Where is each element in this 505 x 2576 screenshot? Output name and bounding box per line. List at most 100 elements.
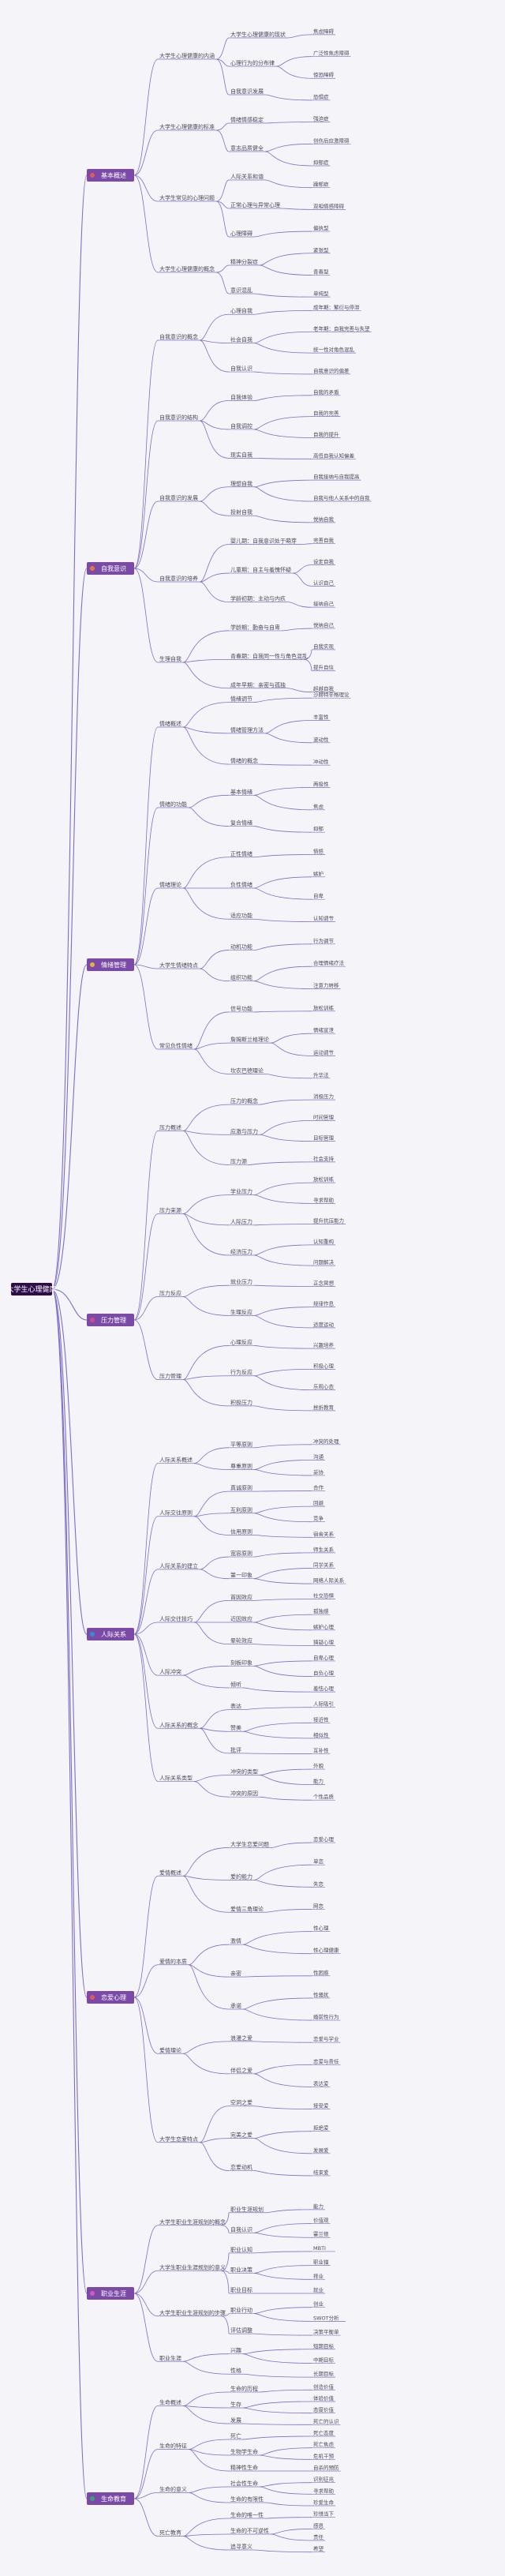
connector-line bbox=[264, 1909, 312, 1913]
leaf-label: SWOT分析 bbox=[313, 2314, 339, 2321]
connector-line bbox=[182, 1131, 230, 1135]
chapter-node-2[interactable]: 自我意识 bbox=[87, 562, 134, 575]
connector-line bbox=[253, 787, 312, 796]
connector-line bbox=[51, 1288, 88, 1998]
connector-line bbox=[264, 720, 312, 734]
connector-line bbox=[199, 1556, 230, 1570]
item-label: 自我认识 bbox=[230, 2225, 252, 2233]
connector-line bbox=[133, 2225, 159, 2294]
leaf-label: 躁郁症 bbox=[313, 181, 329, 188]
leaf-label: 焦虑障碍 bbox=[313, 28, 335, 35]
section-label: 生命的特征 bbox=[159, 2443, 187, 2450]
item-label: 自我意识发展 bbox=[230, 88, 264, 95]
connector-line bbox=[133, 2449, 159, 2499]
connector-line bbox=[182, 726, 230, 734]
connector-line bbox=[253, 1660, 312, 1667]
item-label: 情绪情感稳定 bbox=[230, 116, 264, 123]
item-label: 就业压力 bbox=[230, 1278, 252, 1285]
connector-line bbox=[220, 2270, 230, 2294]
leaf-label: 波动性 bbox=[313, 736, 329, 743]
chapter-node-3[interactable]: 情绪管理 bbox=[87, 958, 134, 971]
item-label: 生命的有限性 bbox=[230, 2495, 264, 2503]
connector-line bbox=[253, 887, 312, 900]
connector-line bbox=[253, 966, 312, 982]
connector-line bbox=[275, 56, 312, 67]
connector-line bbox=[51, 1288, 88, 1321]
dot-icon bbox=[90, 566, 95, 571]
connector-line bbox=[253, 943, 312, 951]
item-label: 压力的概念 bbox=[230, 1097, 258, 1104]
leaf-label: 宿舍关系 bbox=[313, 1530, 335, 1537]
section-label: 人际关系类型 bbox=[159, 1774, 193, 1781]
leaf-label: 就业 bbox=[313, 2286, 324, 2293]
connector-line bbox=[182, 2053, 230, 2075]
connector-line bbox=[199, 2105, 230, 2143]
connector-line bbox=[182, 1875, 230, 1880]
connector-line bbox=[199, 968, 230, 982]
item-label: 行为反应 bbox=[230, 1369, 252, 1376]
connector-line bbox=[253, 1011, 312, 1013]
leaf-label: 接近性 bbox=[313, 1715, 329, 1723]
leaf-label: 抑郁症 bbox=[313, 159, 329, 166]
connector-line bbox=[199, 581, 230, 602]
connector-line bbox=[253, 1368, 312, 1377]
item-label: 自我认识 bbox=[230, 365, 252, 372]
connector-line bbox=[182, 1296, 230, 1316]
leaf-label: 超越自我 bbox=[313, 685, 335, 692]
connector-line bbox=[215, 37, 230, 60]
connector-line bbox=[182, 658, 230, 663]
connector-line bbox=[264, 122, 312, 124]
section-label: 爱情的本质 bbox=[159, 1958, 187, 1965]
connector-line bbox=[199, 339, 230, 344]
connector-line bbox=[242, 2373, 312, 2378]
leaf-label: 完善自我 bbox=[313, 537, 335, 544]
leaf-label: 恋爱与学业 bbox=[313, 2035, 339, 2042]
chapter-node-6[interactable]: 恋爱心理 bbox=[87, 1991, 134, 2004]
item-label: 承诺 bbox=[230, 2002, 241, 2009]
chapter-node-7[interactable]: 职业生涯 bbox=[87, 2287, 134, 2300]
leaf-label: 决策平衡单 bbox=[313, 2328, 339, 2335]
connector-line bbox=[133, 174, 159, 202]
leaf-label: 嫉妒 bbox=[313, 870, 324, 877]
connector-line bbox=[133, 2293, 159, 2317]
connector-line bbox=[253, 2307, 312, 2314]
connector-line bbox=[259, 2486, 312, 2495]
connector-line bbox=[182, 1104, 230, 1131]
chapter-node-8[interactable]: 生命教育 bbox=[87, 2492, 134, 2505]
connector-line bbox=[259, 1775, 312, 1786]
dot-icon bbox=[90, 2496, 95, 2501]
connector-line bbox=[259, 1099, 312, 1105]
section-label: 情绪的功能 bbox=[159, 801, 187, 808]
item-label: 大学生恋爱问题 bbox=[230, 1840, 269, 1847]
chapter-node-1[interactable]: 基本概述 bbox=[87, 169, 134, 182]
connector-line bbox=[182, 2518, 230, 2537]
item-label: 积极压力 bbox=[230, 1399, 252, 1406]
chapter-node-5[interactable]: 人际关系 bbox=[87, 1628, 134, 1640]
connector-line bbox=[253, 515, 312, 523]
connector-line bbox=[253, 1505, 312, 1514]
connector-line bbox=[188, 2492, 230, 2503]
leaf-label: 死亡焦虑 bbox=[313, 2441, 335, 2448]
leaf-label: 自我的完善 bbox=[313, 410, 339, 417]
connector-line bbox=[133, 1319, 159, 1380]
connector-line bbox=[297, 543, 312, 546]
connector-line bbox=[264, 2209, 312, 2214]
connector-line bbox=[253, 1444, 312, 1449]
chapter-label: 基本概述 bbox=[101, 171, 126, 179]
leaf-label: 自我与他人关系中的自我 bbox=[313, 494, 370, 501]
item-label: 自我调控 bbox=[230, 422, 252, 429]
leaf-label: 惊恐障碍 bbox=[313, 71, 335, 78]
item-label: 心理反应 bbox=[230, 1339, 252, 1346]
root-node[interactable]: 大学生心理健康 bbox=[6, 1283, 57, 1295]
connector-line bbox=[220, 2313, 230, 2317]
connector-line bbox=[133, 887, 159, 966]
connector-line bbox=[253, 1307, 312, 1316]
connector-line bbox=[182, 1194, 230, 1214]
connector-line bbox=[193, 1490, 230, 1517]
chapter-node-4[interactable]: 压力管理 bbox=[87, 1314, 134, 1326]
leaf-label: 表达爱 bbox=[313, 2079, 329, 2087]
item-label: 组织功能 bbox=[230, 974, 252, 981]
connector-line bbox=[253, 371, 312, 375]
item-label: 负性情绪 bbox=[230, 881, 252, 888]
leaf-label: 高低自我认知偏差 bbox=[313, 452, 355, 459]
